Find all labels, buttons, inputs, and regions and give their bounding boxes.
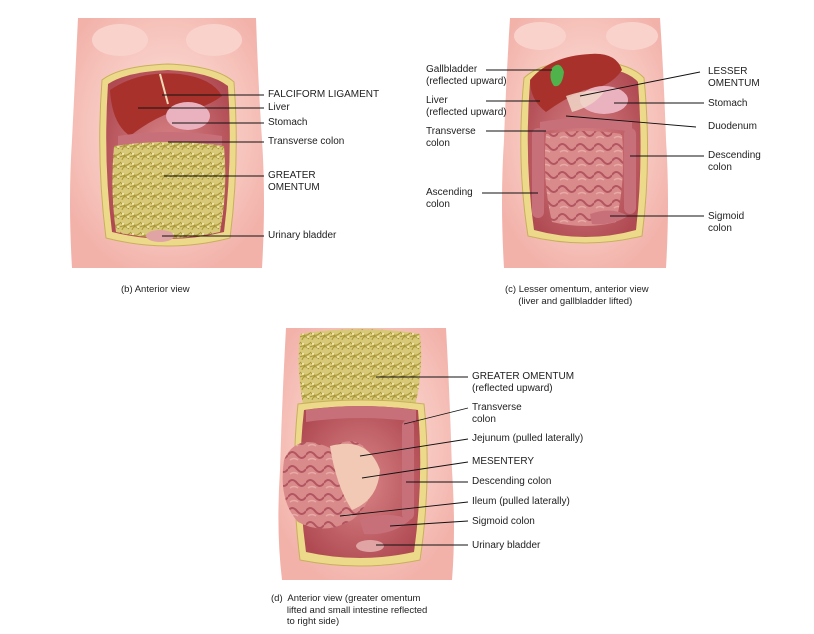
leader-d-ileum [339,501,469,517]
leader-c-lesser-omentum [579,71,701,97]
label-d-jejunum: Jejunum (pulled laterally) [472,433,584,444]
sigmoid-colon-d [360,515,410,535]
leader-d-transverse-colon [403,407,469,425]
leader-lines [138,69,704,546]
caption-d: (d) Anterior view (greater omentum lifte… [271,593,428,627]
falciform-b [159,73,169,105]
panel-b-illustration [70,18,264,268]
leader-d-jejunum [359,438,469,457]
label-c-ascending-colon: Ascending colon [426,187,473,210]
sigmoid-colon-c [590,210,628,225]
ascending-colon-c [532,128,544,218]
panel-d-illustration [278,328,454,580]
caption-c: (c) Lesser omentum, anterior view (liver… [505,284,649,307]
torso-b-chest-left [92,24,148,56]
leader-d-mesentery [361,461,469,479]
leader-c-duodenum [565,115,697,128]
lesser-omentum-c [566,90,604,112]
label-b-stomach: Stomach [268,117,308,128]
label-b-liver: Liver [268,102,290,113]
label-c-transverse-colon: Transverse colon [426,126,476,149]
label-d-ileum: Ileum (pulled laterally) [472,496,570,507]
caption-b: (b) Anterior view [121,284,190,295]
label-b-falciform-ligament: FALCIFORM LIGAMENT [268,89,380,100]
label-d-urinary-bladder: Urinary bladder [472,540,541,551]
label-b-transverse-colon: Transverse colon [268,136,345,147]
bladder-d [356,540,384,552]
bladder-b [146,230,174,242]
label-b-greater-omentum: GREATER OMENTUM [268,170,320,193]
liver-b [110,73,222,136]
transverse-colon-c [540,118,632,132]
label-c-liver: Liver (reflected upward) [426,95,507,118]
mesentery-d [330,443,380,510]
torso-b-chest-right [186,24,242,56]
label-d-mesentery: MESENTERY [472,456,535,467]
label-c-lesser-omentum: LESSER OMENTUM [708,66,760,89]
transverse-colon-b [118,132,222,146]
descending-colon-d [402,420,414,520]
label-d-sigmoid-colon: Sigmoid colon [472,516,535,527]
label-d-transverse-colon: Transverse colon [472,402,522,425]
label-c-sigmoid-colon: Sigmoid colon [708,211,745,234]
greater-omentum-b [112,142,226,238]
greater-omentum-d [298,329,422,414]
small-intestine-c [544,131,624,226]
label-c-duodenum: Duodenum [708,121,757,132]
label-c-gallbladder: Gallbladder (reflected upward) [426,64,507,87]
label-b-urinary-bladder: Urinary bladder [268,230,337,241]
descending-colon-c [624,128,636,214]
gallbladder-c [550,64,564,87]
label-d-descending-colon: Descending colon [472,476,552,487]
label-c-stomach: Stomach [708,98,748,109]
leader-d-sigmoid-colon [389,520,469,527]
label-d-greater-omentum: GREATER OMENTUM (reflected upward) [472,371,575,394]
stomach-b [166,102,210,130]
panel-c-illustration [502,18,668,268]
label-c-descending-colon: Descending colon [708,150,761,173]
transverse-colon-d [306,406,416,422]
